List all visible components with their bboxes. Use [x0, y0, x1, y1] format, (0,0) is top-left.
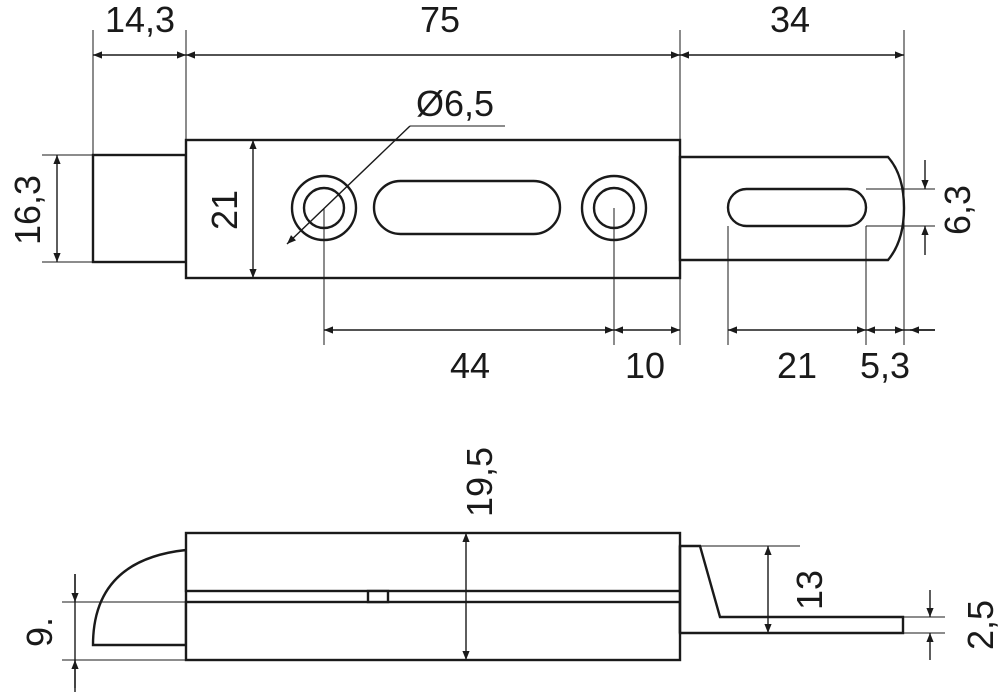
label-body-height: 19,5 [459, 447, 500, 517]
label-tongue-slot: 21 [777, 345, 817, 386]
top-view: 14,3 75 34 Ø6,5 16,3 21 6,3 44 10 21 5,3 [7, 0, 978, 386]
label-slot-width: 6,3 [937, 185, 978, 235]
label-upper-height: 13 [789, 570, 830, 610]
label-plate-thickness: 2,5 [960, 600, 1000, 650]
tongue-outline [678, 155, 906, 262]
lower-bar-outline [184, 600, 682, 662]
label-hole-edge: 10 [625, 345, 665, 386]
label-body-width: 21 [204, 190, 245, 230]
label-body-length: 75 [420, 0, 460, 40]
label-pin-diameter: 9. [19, 617, 60, 647]
pin-end-outline [91, 548, 188, 647]
bridge-outline [366, 589, 390, 604]
side-view: 19,5 13 2,5 9. [19, 447, 1000, 692]
label-tongue-tip: 5,3 [860, 345, 910, 386]
label-pin-length: 14,3 [105, 0, 175, 40]
label-hole-spacing: 44 [450, 345, 490, 386]
body-slot [372, 179, 562, 236]
tongue-slot [726, 187, 868, 228]
dim-line-hole-diameter [286, 125, 411, 245]
label-tongue-length: 34 [770, 0, 810, 40]
label-pin-height: 16,3 [7, 175, 48, 245]
body-outline [184, 138, 682, 280]
label-hole-diameter: Ø6,5 [416, 83, 494, 124]
pin-outline [91, 153, 188, 264]
upper-bar-outline [184, 531, 682, 593]
